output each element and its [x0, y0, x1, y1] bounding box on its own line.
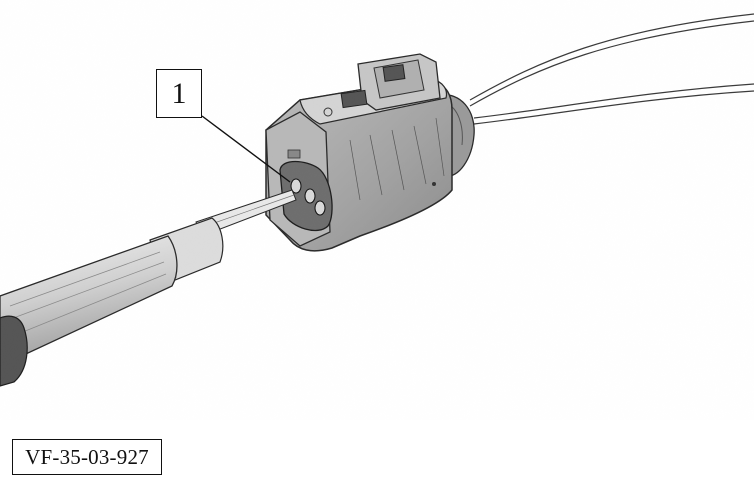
sketch-grain — [0, 0, 754, 420]
callout-leader-line — [201, 115, 291, 183]
figure-reference-box: VF-35-03-927 — [12, 439, 162, 475]
callout-number: 1 — [171, 76, 187, 110]
figure-reference-code: VF-35-03-927 — [25, 444, 149, 469]
callout-label-box: 1 — [156, 69, 202, 118]
